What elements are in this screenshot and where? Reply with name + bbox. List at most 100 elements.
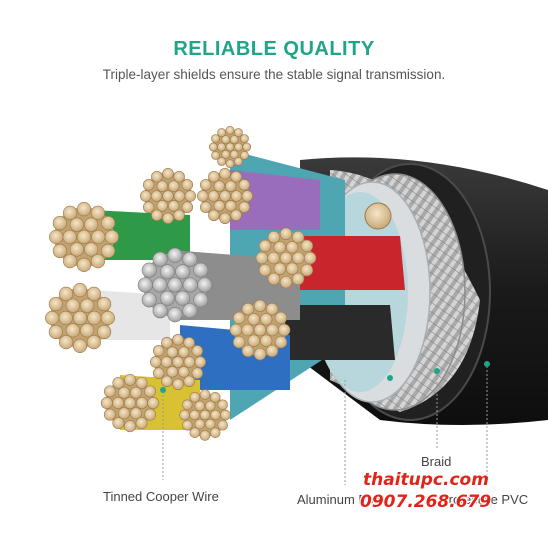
strand xyxy=(303,251,317,265)
strand xyxy=(103,408,116,421)
strand xyxy=(90,254,106,269)
strand xyxy=(177,346,190,358)
strand xyxy=(267,272,281,286)
strand xyxy=(199,430,211,441)
strand xyxy=(217,157,227,166)
strand xyxy=(265,344,279,358)
strand xyxy=(49,229,64,245)
strand xyxy=(162,212,174,225)
strand xyxy=(229,150,239,159)
strand xyxy=(233,157,243,166)
strand xyxy=(279,275,293,289)
strand xyxy=(159,290,175,306)
strand xyxy=(97,296,112,312)
strand xyxy=(167,200,180,212)
strand xyxy=(135,417,148,430)
strand xyxy=(76,202,92,217)
strand xyxy=(241,302,255,316)
strand xyxy=(267,230,281,244)
strand xyxy=(112,417,125,430)
strand xyxy=(300,263,314,277)
label-aluminum-foil: Aluminum Foil xyxy=(297,492,380,507)
strand xyxy=(199,409,211,421)
strand xyxy=(208,170,220,183)
strand xyxy=(182,251,198,267)
strand xyxy=(166,346,179,358)
strand xyxy=(196,190,209,202)
strand xyxy=(144,408,157,421)
strand xyxy=(258,239,272,253)
strand xyxy=(156,180,169,192)
strand xyxy=(58,286,74,301)
strand xyxy=(274,335,288,349)
strand xyxy=(84,242,99,257)
strand xyxy=(52,215,67,231)
strand xyxy=(204,418,216,430)
strand xyxy=(210,409,221,421)
strand xyxy=(194,356,207,368)
strand xyxy=(135,376,148,389)
strand xyxy=(277,323,291,337)
label-pvc: Protective PVC xyxy=(440,492,529,507)
strand xyxy=(72,310,88,326)
strand xyxy=(224,200,237,212)
strand xyxy=(151,170,163,183)
strand xyxy=(232,311,246,325)
strand xyxy=(220,409,231,421)
strand xyxy=(260,313,273,326)
strand xyxy=(118,386,131,399)
strand xyxy=(58,310,73,326)
strand xyxy=(183,356,196,368)
strand xyxy=(48,324,63,340)
strand xyxy=(183,375,195,388)
strand xyxy=(241,323,254,337)
strand xyxy=(65,298,80,313)
strand xyxy=(207,190,220,202)
strand xyxy=(69,242,84,257)
strand xyxy=(230,170,242,183)
page-subtitle: Triple-layer shields ensure the stable s… xyxy=(102,67,446,82)
strand xyxy=(286,262,299,275)
strand xyxy=(100,397,113,409)
strand xyxy=(182,419,193,431)
strand xyxy=(159,264,175,280)
strand xyxy=(189,409,200,421)
strand xyxy=(230,190,243,202)
strand xyxy=(141,292,157,308)
strand xyxy=(213,200,226,212)
strand xyxy=(230,209,242,222)
strand xyxy=(52,243,67,259)
callouts xyxy=(162,366,488,485)
strand xyxy=(238,179,251,191)
strand xyxy=(189,427,201,438)
strand xyxy=(172,356,184,368)
strand xyxy=(279,251,293,265)
strand xyxy=(137,277,153,293)
strand xyxy=(69,217,84,232)
strand xyxy=(199,179,212,191)
strand xyxy=(160,356,173,368)
strand xyxy=(211,134,220,144)
strand xyxy=(253,347,267,361)
callout-tinned-dot xyxy=(160,387,166,393)
wire-purple-body xyxy=(230,170,320,230)
strand xyxy=(175,290,191,306)
strand xyxy=(233,128,243,137)
strand xyxy=(135,397,148,409)
strand xyxy=(241,190,254,202)
strand xyxy=(97,324,112,340)
label-braid: Braid xyxy=(421,454,452,469)
strand xyxy=(152,303,168,319)
strand xyxy=(266,323,279,337)
strand xyxy=(72,283,88,298)
strand xyxy=(260,334,273,347)
strand xyxy=(45,310,60,326)
strand xyxy=(181,201,194,213)
strand xyxy=(161,336,173,349)
strand xyxy=(62,229,77,245)
strand xyxy=(232,335,246,349)
strand xyxy=(258,263,272,277)
strand xyxy=(241,344,255,358)
strand xyxy=(86,335,102,350)
strand xyxy=(286,241,299,254)
